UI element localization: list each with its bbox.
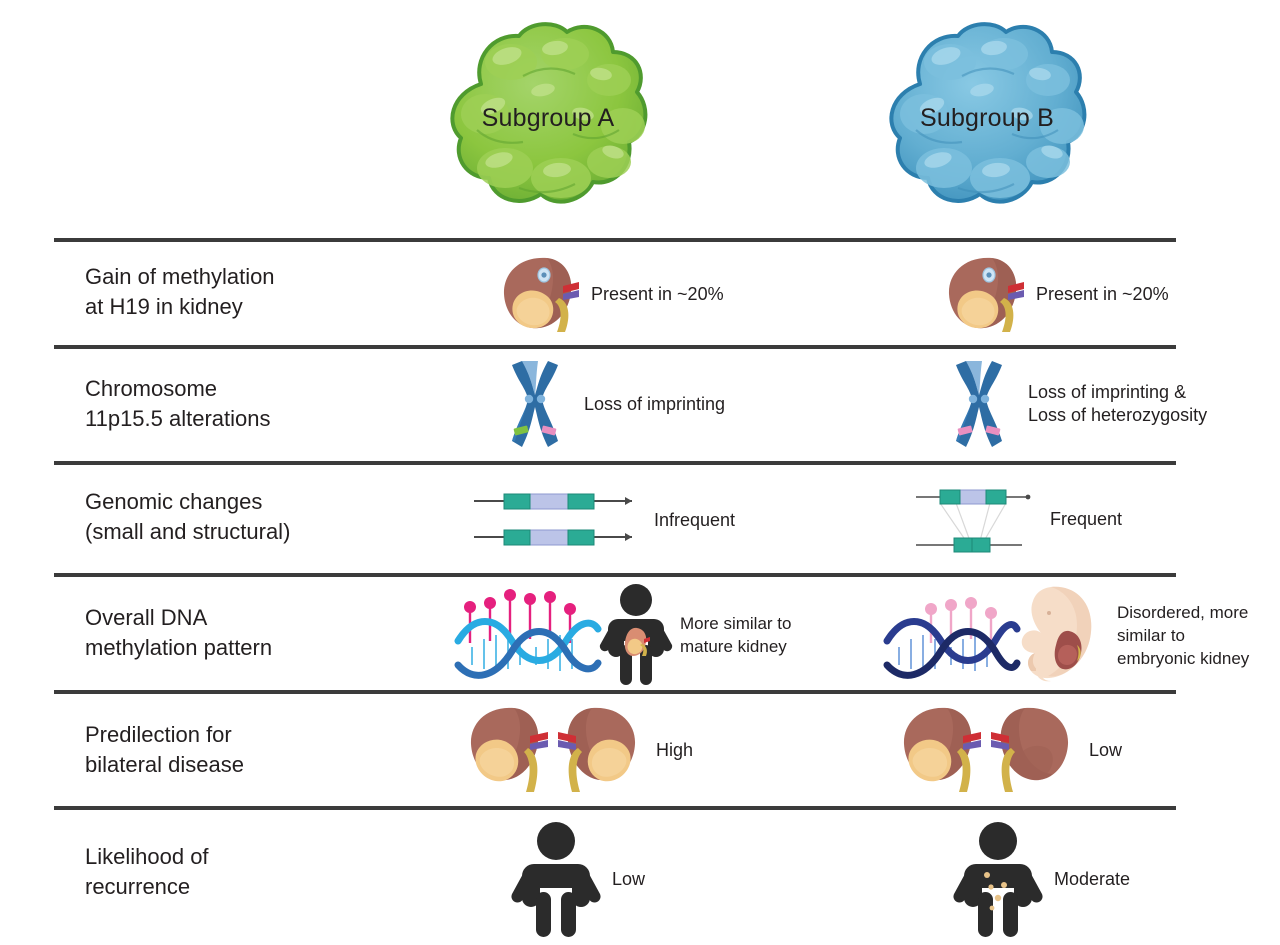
row-cell-subgroup-b: Present in ~20% [940, 252, 1169, 336]
row-cell-subgroup-b: Moderate [952, 820, 1130, 938]
row-cell-subgroup-b: Frequent [910, 483, 1122, 555]
row-value-subgroup-a: Present in ~20% [591, 283, 724, 304]
gene-segment-pair-icon [472, 487, 640, 553]
dna-helix-methylation-icon [452, 585, 602, 685]
row-cell-subgroup-a: Infrequent [472, 487, 735, 553]
row-cell-subgroup-a: Present in ~20% [495, 252, 724, 336]
table-row: Genomic changes (small and structural) [0, 465, 1280, 573]
row-value-subgroup-a: Low [612, 868, 646, 889]
row-label: Genomic changes (small and structural) [85, 489, 291, 544]
fetus-kidney-icon [1007, 583, 1111, 687]
table-row: Gain of methylation at H19 in kidney Pre… [0, 242, 1280, 345]
row-label: Gain of methylation at H19 in kidney [85, 264, 275, 319]
row-value-subgroup-a: Loss of imprinting [584, 393, 726, 414]
kidney-with-tumor-icon [495, 252, 581, 336]
row-label: Chromosome 11p15.5 alterations [85, 376, 271, 431]
child-figure-icon [510, 820, 602, 938]
table-row: Likelihood of recurrence Low [0, 810, 1280, 945]
row-value-subgroup-b: Present in ~20% [1036, 283, 1169, 304]
table-row: Chromosome 11p15.5 alterations Loss of i… [0, 349, 1280, 461]
recurrence-tumor-spots [984, 872, 1007, 911]
row-cell-subgroup-b: Disordered, more similar to embryonic ki… [883, 583, 1275, 687]
figure-header: Subgroup A [0, 0, 1280, 232]
gene-translocation-icon [910, 483, 1036, 555]
row-value-subgroup-a: Infrequent [654, 509, 736, 530]
table-row: Overall DNA methylation pattern [0, 577, 1280, 690]
row-divider [54, 573, 1176, 577]
row-divider [54, 345, 1176, 349]
bilateral-kidneys-icon [895, 702, 1077, 798]
row-value-subgroup-b: Moderate [1054, 868, 1131, 889]
row-value-subgroup-b: Low [1089, 739, 1123, 760]
row-label: Overall DNA methylation pattern [85, 605, 273, 660]
row-cell-subgroup-a: More similar to mature kidney [452, 583, 791, 687]
row-cell-subgroup-a: Low [510, 820, 645, 938]
kidney-with-tumor-icon [940, 252, 1026, 336]
row-divider [54, 461, 1176, 465]
chromosome-icon [952, 359, 1006, 449]
subgroup-a-label: Subgroup A [481, 103, 615, 132]
chromosome-icon [508, 359, 562, 449]
table-row: Predilection for bilateral disease [0, 694, 1280, 806]
row-value-subgroup-b: Loss of imprinting & Loss of heterozygos… [1028, 382, 1208, 425]
child-figure-kidney-icon [598, 583, 674, 687]
row-label: Likelihood of recurrence [85, 844, 209, 899]
row-value-subgroup-b: Frequent [1050, 508, 1123, 529]
row-label: Predilection for bilateral disease [85, 722, 244, 777]
row-divider [54, 806, 1176, 810]
row-value-subgroup-a: High [656, 739, 694, 760]
child-figure-spotted-icon [952, 820, 1044, 938]
row-divider [54, 238, 1176, 242]
row-cell-subgroup-b: Loss of imprinting & Loss of heterozygos… [952, 359, 1207, 449]
row-value-subgroup-a: More similar to mature kidney [680, 614, 792, 656]
row-cell-subgroup-b: Low [895, 702, 1122, 798]
subgroup-a-tumor-graphic: Subgroup A [433, 18, 663, 218]
row-cell-subgroup-a: High [462, 702, 693, 798]
row-divider [54, 690, 1176, 694]
dna-helix-methylation-icon [883, 585, 1021, 685]
bilateral-kidneys-icon [462, 702, 644, 798]
row-cell-subgroup-a: Loss of imprinting [508, 359, 725, 449]
subgroup-b-tumor-graphic: Subgroup B [872, 18, 1102, 218]
row-value-subgroup-b: Disordered, more similar to embryonic ki… [1117, 602, 1250, 668]
subgroup-b-label: Subgroup B [919, 103, 1055, 132]
